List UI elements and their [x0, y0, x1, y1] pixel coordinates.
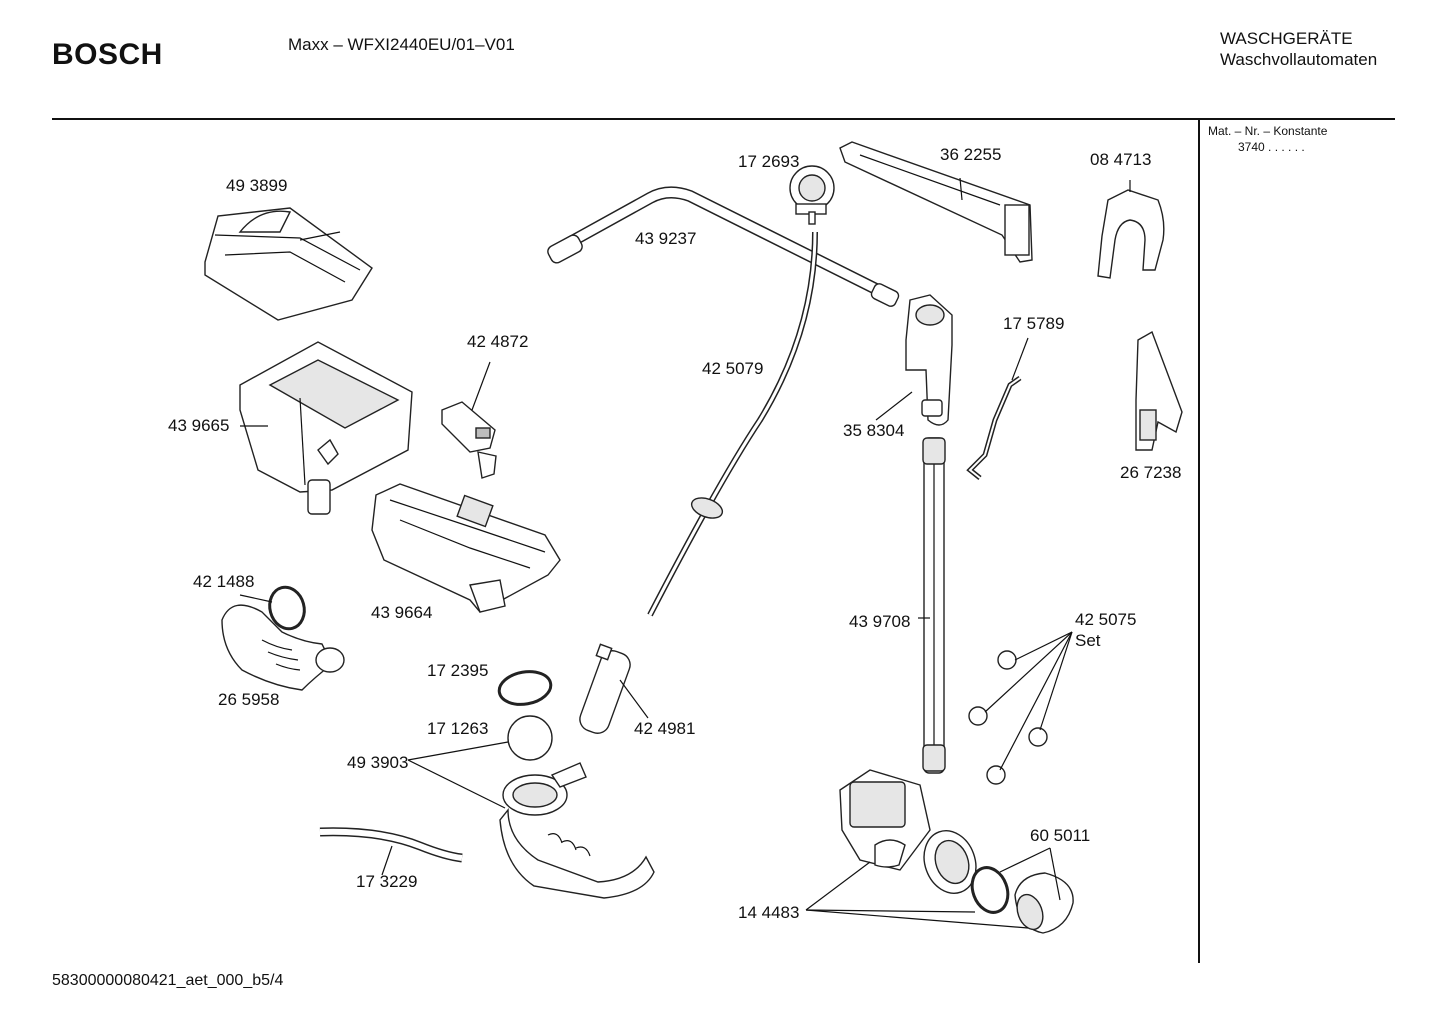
part-label: 49 3899: [226, 176, 288, 195]
part-drawing-267238: [1135, 330, 1183, 451]
part-drawing-171263: [507, 715, 553, 761]
document-code: 58300000080421_aet_000_b5/4: [52, 972, 284, 989]
category-subtitle: Waschvollautomaten: [1220, 50, 1378, 69]
mat-number-header: Mat. – Nr. – Konstante: [1208, 124, 1328, 138]
part-label: 17 2693: [738, 152, 800, 171]
part-label: 35 8304: [843, 421, 905, 440]
part-label: 08 4713: [1090, 150, 1152, 169]
part-drawing-173229: [319, 827, 463, 863]
part-label: 42 5079: [702, 359, 764, 378]
part-drawing-439664: [371, 483, 561, 613]
part-label: 17 2395: [427, 661, 489, 680]
part-label: 42 4981: [634, 719, 696, 738]
part-drawing-493899: [204, 207, 373, 321]
model-title: Maxx – WFXI2440EU/01–V01: [288, 35, 515, 54]
mat-number-value: 3740 . . . . . .: [1238, 140, 1305, 154]
part-label: 49 3903: [347, 753, 409, 772]
part-drawing-424872: [441, 401, 497, 479]
part-label: 42 1488: [193, 572, 255, 591]
header-divider: [52, 118, 1395, 120]
part-label: 60 5011: [1030, 826, 1091, 845]
part-drawing-175789: [966, 375, 1022, 480]
part-drawing-362255: [839, 141, 1033, 263]
part-drawing-424981: [579, 643, 631, 734]
part-label: 43 9237: [635, 229, 697, 248]
part-drawing-172693: [789, 165, 835, 225]
brand-logo: BOSCH: [52, 38, 163, 71]
part-drawing-439665: [239, 341, 413, 515]
part-label-note: Set: [1075, 631, 1101, 650]
part-label: 42 4872: [467, 332, 529, 351]
part-drawing-425075: [968, 650, 1048, 785]
part-drawing-425079: [647, 231, 818, 617]
part-label: 43 9708: [849, 612, 911, 631]
part-drawing-144483: [839, 769, 977, 894]
part-drawing-493903: [499, 762, 655, 899]
part-label: 17 3229: [356, 872, 418, 891]
part-drawing-172395: [497, 670, 553, 706]
part-drawing-439708: [922, 437, 946, 774]
part-label: 26 7238: [1120, 463, 1182, 482]
part-label: 17 1263: [427, 719, 489, 738]
category-title: WASCHGERÄTE: [1220, 29, 1353, 48]
part-label: 43 9664: [371, 603, 433, 622]
part-label: 17 5789: [1003, 314, 1065, 333]
part-drawing-421488: [268, 585, 306, 631]
part-drawing-084713: [1097, 180, 1165, 279]
part-label: 36 2255: [940, 145, 1002, 164]
part-label: 14 4483: [738, 903, 800, 922]
part-label: 43 9665: [168, 416, 230, 435]
part-drawing-265958: [221, 604, 345, 691]
part-drawing-358304: [905, 294, 953, 426]
part-label: 26 5958: [218, 690, 280, 709]
part-label: 42 5075: [1075, 610, 1137, 629]
sidebar-divider: [1198, 120, 1200, 963]
leader-lines: [239, 177, 1073, 929]
part-drawing-439237: [547, 186, 900, 307]
part-drawing-605011: [970, 866, 1074, 934]
